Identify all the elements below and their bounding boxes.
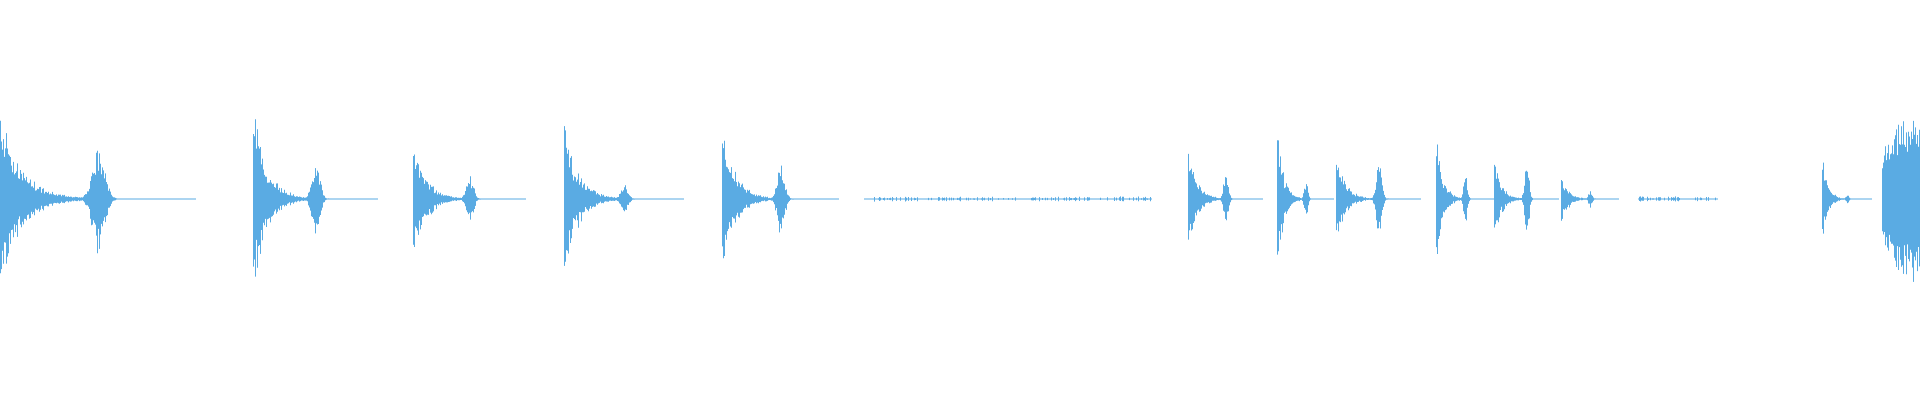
waveform-segment bbox=[1188, 153, 1263, 240]
waveform-segment bbox=[413, 154, 526, 247]
waveform-segment bbox=[722, 140, 839, 259]
waveform-segment bbox=[1561, 180, 1619, 221]
waveform-segment bbox=[1638, 196, 1718, 202]
waveform-segment bbox=[564, 126, 684, 266]
waveform-segment bbox=[0, 120, 196, 274]
waveform-segment bbox=[1882, 120, 1920, 282]
waveform-segment bbox=[253, 119, 378, 277]
waveform-segment bbox=[1494, 164, 1559, 230]
waveform-segment bbox=[1822, 162, 1872, 234]
waveform-segment bbox=[1436, 144, 1494, 254]
waveform-segment bbox=[1277, 140, 1334, 255]
waveform-segment bbox=[864, 196, 1152, 202]
waveform-segment bbox=[1336, 164, 1421, 232]
